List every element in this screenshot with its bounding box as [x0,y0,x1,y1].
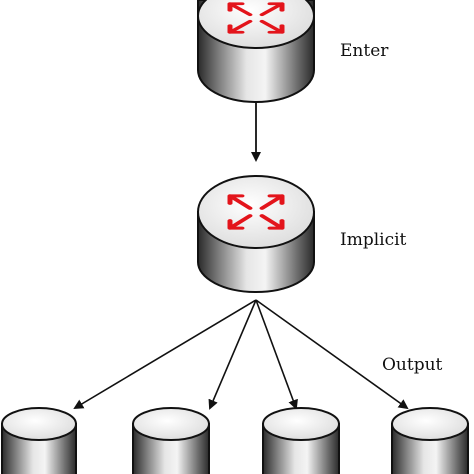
edge-implicit-to-db-1 [73,299,257,410]
db-top [262,407,340,441]
router-arrows-icon [227,194,285,230]
edge-implicit-to-db-3 [255,299,298,410]
db-top [132,407,210,441]
enter-router-top [197,0,315,49]
implicit-router [197,175,315,293]
output-db-2 [132,407,210,474]
implicit-router-top [197,175,315,249]
enter-router [197,0,315,103]
edge-implicit-to-db-4 [255,299,409,410]
db-top [391,407,469,441]
implicit-label: Implicit [340,230,407,250]
output-db-1 [1,407,77,474]
edge-implicit-to-db-2 [208,299,257,410]
output-db-3 [262,407,340,474]
enter-label: Enter [340,41,389,61]
connector-lines [73,102,409,410]
output-db-4 [391,407,469,474]
output-label: Output [382,355,443,375]
db-top [1,407,77,441]
router-arrows-icon [227,2,285,34]
